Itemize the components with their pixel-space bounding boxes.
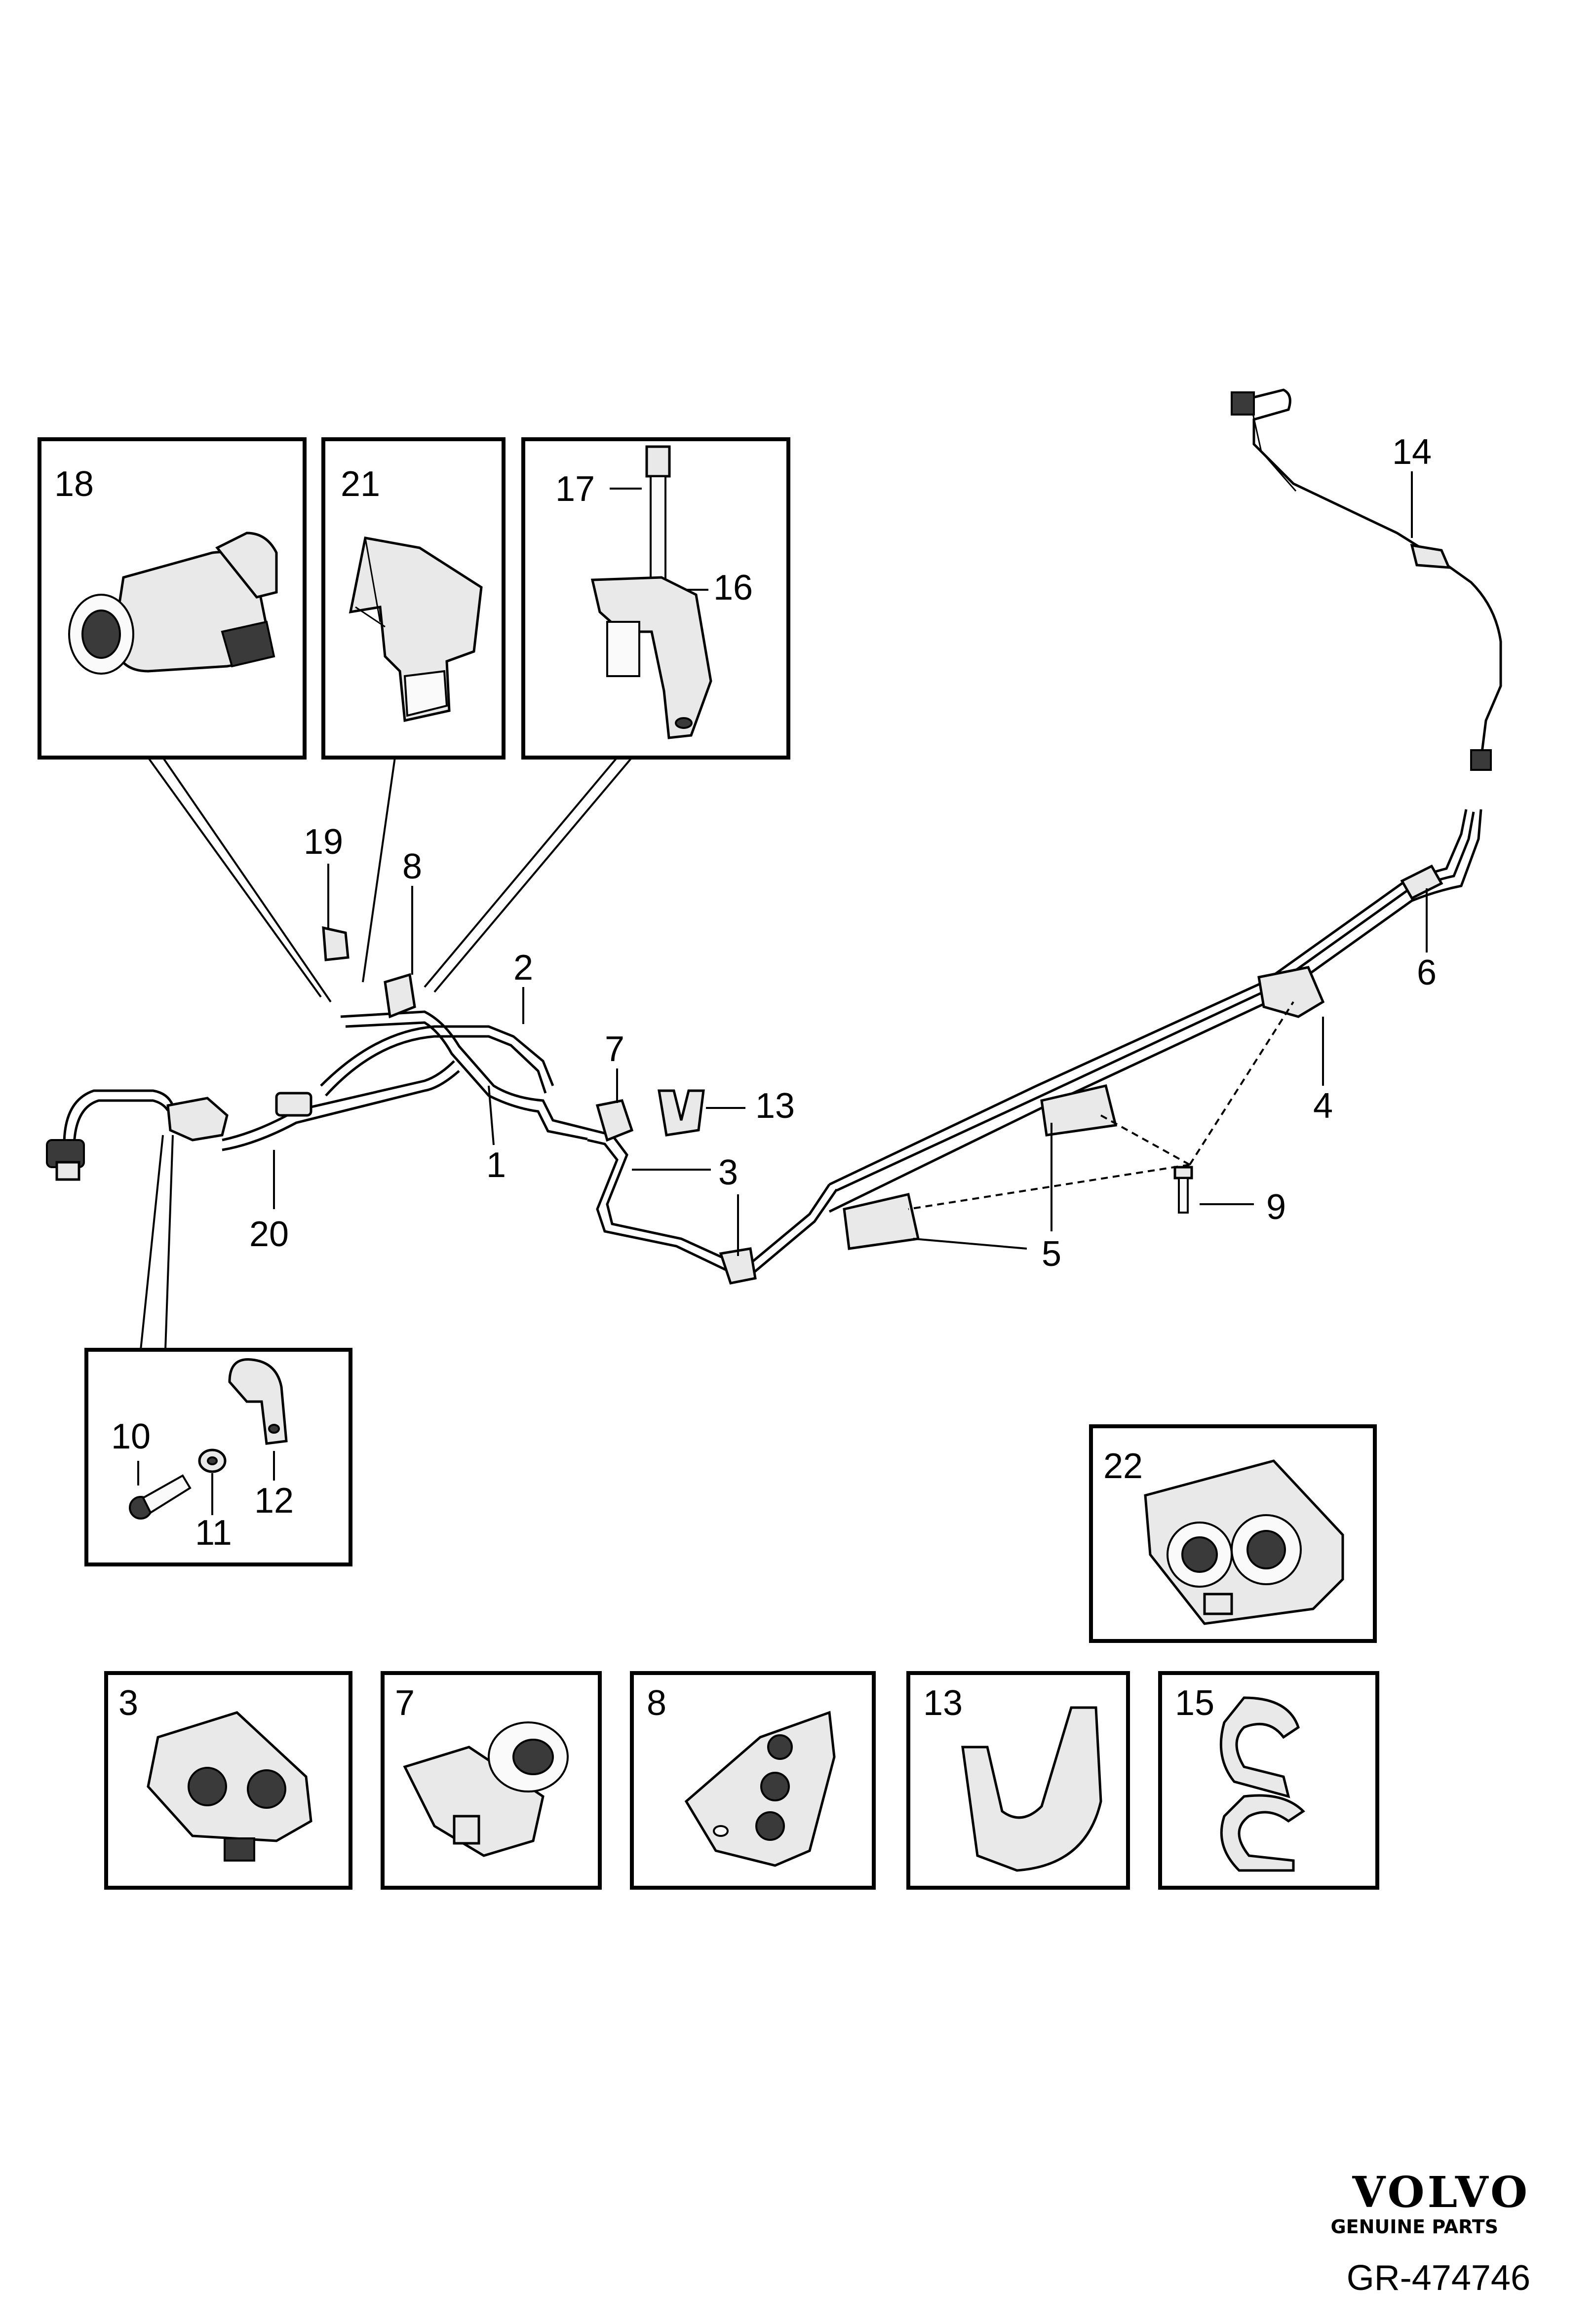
callout-9: 9: [1266, 1187, 1286, 1227]
clip-6: [1400, 864, 1443, 900]
detail-label-3: 3: [118, 1683, 138, 1723]
volvo-logo: VOLVO GENUINE PARTS: [1330, 2168, 1530, 2238]
clip-3-on-pipe: [719, 1247, 757, 1285]
callout-3: 3: [718, 1153, 738, 1192]
clip-13-loose: [658, 1089, 705, 1137]
callout-11: 11: [195, 1513, 232, 1553]
callout-17: 17: [555, 469, 595, 509]
detail-box-3: 3: [104, 1671, 352, 1890]
bracket-cover-part: [349, 536, 483, 723]
callout-10: 10: [111, 1417, 151, 1456]
clip-8-on-pipe: [384, 973, 416, 1019]
callout-4: 4: [1313, 1086, 1333, 1126]
callout-18: 18: [54, 464, 94, 504]
main-callouts: 14 6 4 9 5 13 3 7 2 1 8 19 20: [140, 432, 1437, 1350]
callout-2: 2: [513, 948, 533, 988]
callout-22: 22: [1103, 1447, 1143, 1486]
callout-6: 6: [1417, 953, 1437, 992]
bolt-9: [1173, 1166, 1193, 1214]
clip-19: [322, 926, 350, 961]
inset-box-18: 18: [38, 437, 332, 1003]
callout-12: 12: [254, 1481, 294, 1521]
callout-13: 13: [755, 1086, 795, 1126]
bolt-10-part: [129, 1474, 192, 1520]
sensor-connector-part: [68, 532, 278, 675]
callout-16: 16: [713, 568, 753, 608]
detail-box-15: 15: [1158, 1671, 1379, 1890]
callout-21: 21: [341, 464, 380, 504]
clip-7-on-pipe: [595, 1099, 634, 1142]
bracket-5a: [1040, 1084, 1118, 1137]
detail-box-8: 8: [630, 1671, 876, 1890]
bracket-5b: [843, 1192, 920, 1250]
callout-7: 7: [605, 1029, 624, 1069]
bracket-4: [1257, 966, 1325, 1018]
clip-15-part: [1219, 1696, 1305, 1872]
clip-22-part: [1144, 1459, 1344, 1625]
detail-label-8: 8: [647, 1683, 666, 1723]
brand-tagline: GENUINE PARTS: [1330, 2216, 1498, 2238]
callout-14: 14: [1392, 432, 1432, 472]
detail-label-15: 15: [1175, 1683, 1214, 1723]
inset-box-21: 21: [321, 437, 506, 983]
bracket-16-part: [590, 576, 712, 739]
bolt-17-part: [645, 445, 671, 581]
clip-13-part: [961, 1706, 1102, 1872]
clip-12-part: [228, 1358, 288, 1445]
inset-box-22: 22: [1089, 1424, 1377, 1643]
figure-code: GR-474746: [1347, 2258, 1530, 2298]
brand-name: VOLVO: [1352, 2168, 1530, 2217]
clip-3-part: [147, 1711, 312, 1862]
inset-box-16-17: 17 16: [424, 437, 790, 993]
pipe-assembly: [46, 388, 1502, 1285]
inset-box-10-11-12: 10 11 12: [84, 1348, 352, 1566]
callout-8: 8: [402, 847, 422, 886]
detail-label-7: 7: [395, 1683, 415, 1723]
callout-1: 1: [486, 1145, 506, 1185]
clip-8-part: [684, 1711, 836, 1867]
callout-20: 20: [249, 1215, 289, 1254]
detail-label-13: 13: [923, 1683, 963, 1723]
connector-20-body: [166, 1097, 229, 1142]
callout-5: 5: [1042, 1234, 1061, 1274]
clip-7-part: [403, 1721, 569, 1857]
washer-11-part: [198, 1448, 227, 1473]
detail-box-7: 7: [381, 1671, 602, 1890]
callout-19: 19: [304, 822, 343, 862]
detail-box-13: 13: [906, 1671, 1130, 1890]
